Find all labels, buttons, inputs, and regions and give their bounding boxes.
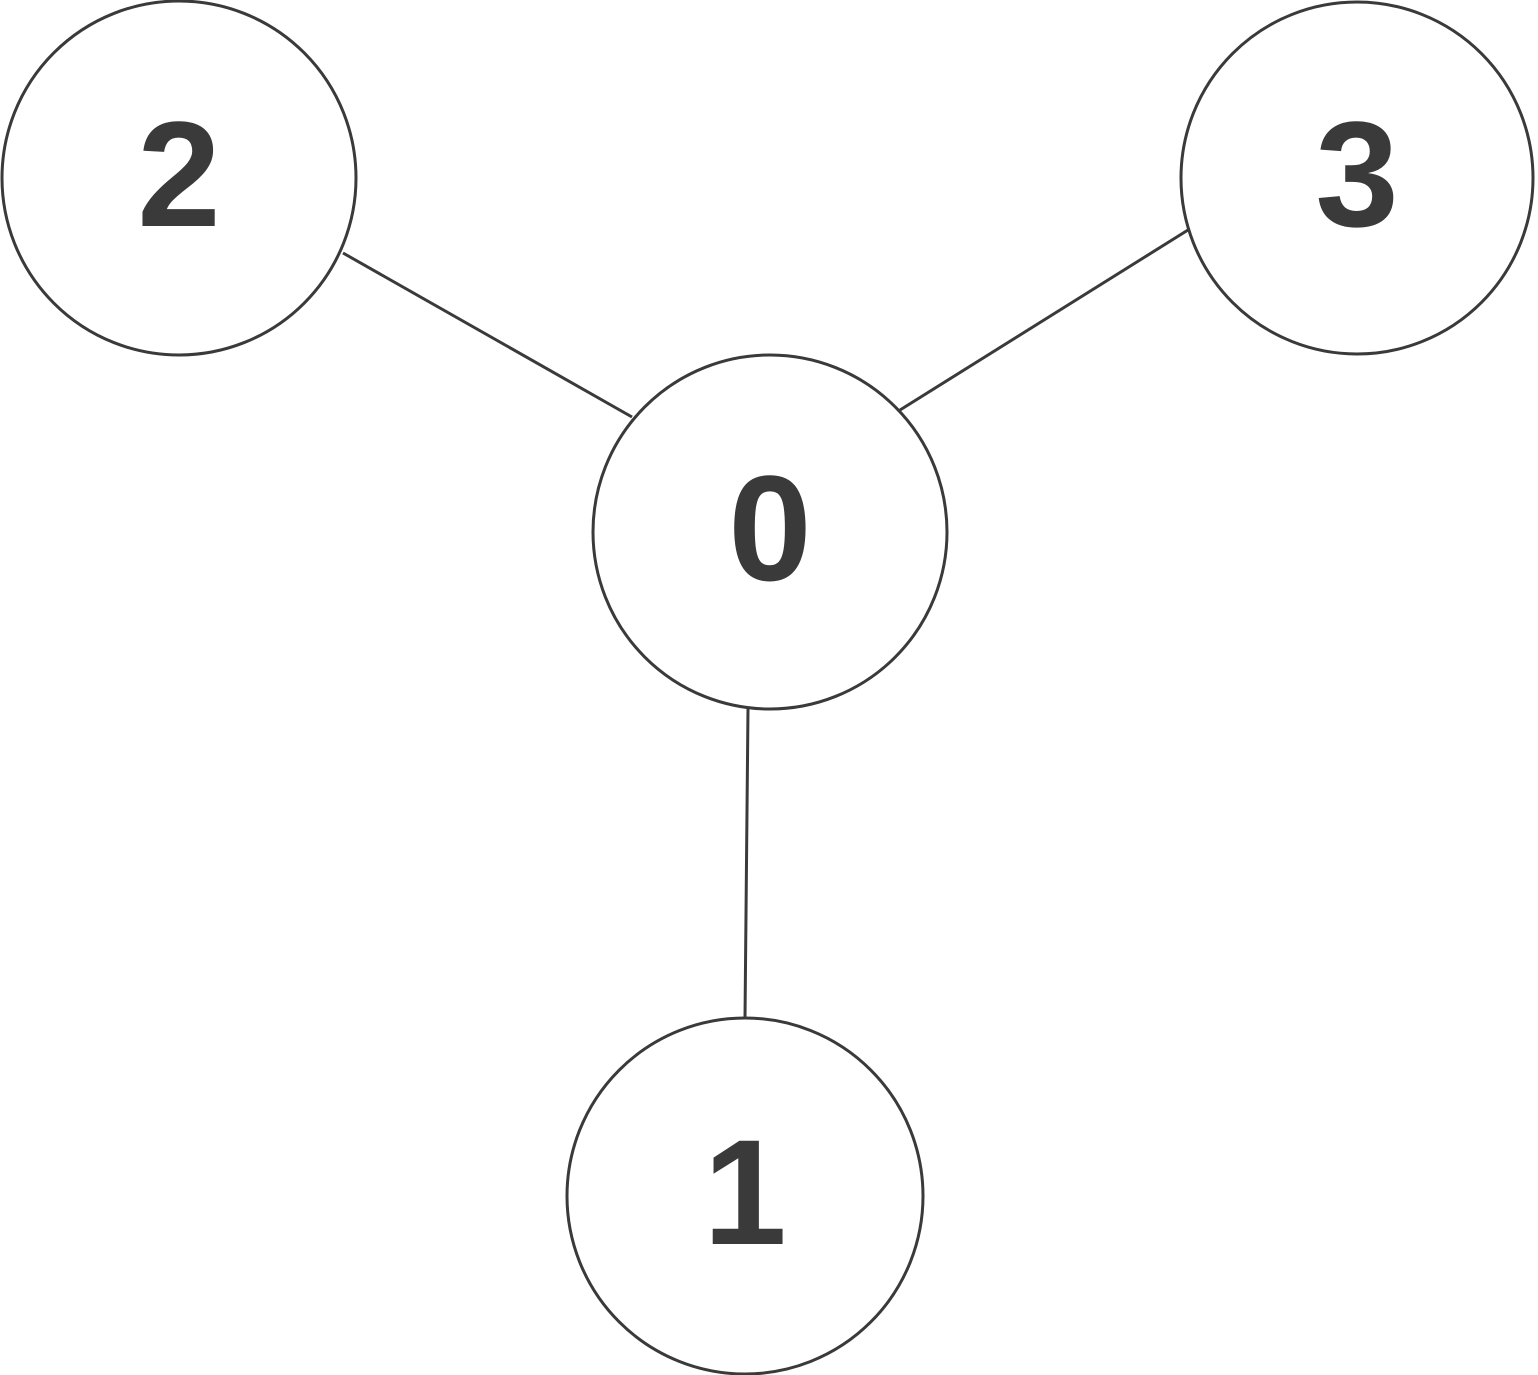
graph-node-circle-1[interactable] (565, 1016, 925, 1375)
graph-node-circle-2[interactable] (0, 0, 358, 357)
graph-node-circle-3[interactable] (1179, 0, 1535, 356)
graph-node-circle-0[interactable] (591, 353, 949, 711)
graph-edge-0-2 (342, 251, 633, 419)
node-label-1: 1 (703, 1108, 786, 1276)
graph-node-1[interactable]: 1 (565, 1016, 925, 1375)
graph-node-2[interactable]: 2 (0, 0, 358, 357)
graph-edge-0-1 (743, 707, 750, 1019)
graph-node-0[interactable]: 0 (591, 353, 949, 711)
node-label-2: 2 (137, 90, 220, 258)
graph-edge-0-3 (899, 228, 1189, 412)
node-label-0: 0 (728, 444, 811, 612)
graph-node-3[interactable]: 3 (1179, 0, 1535, 356)
node-label-3: 3 (1315, 90, 1398, 258)
